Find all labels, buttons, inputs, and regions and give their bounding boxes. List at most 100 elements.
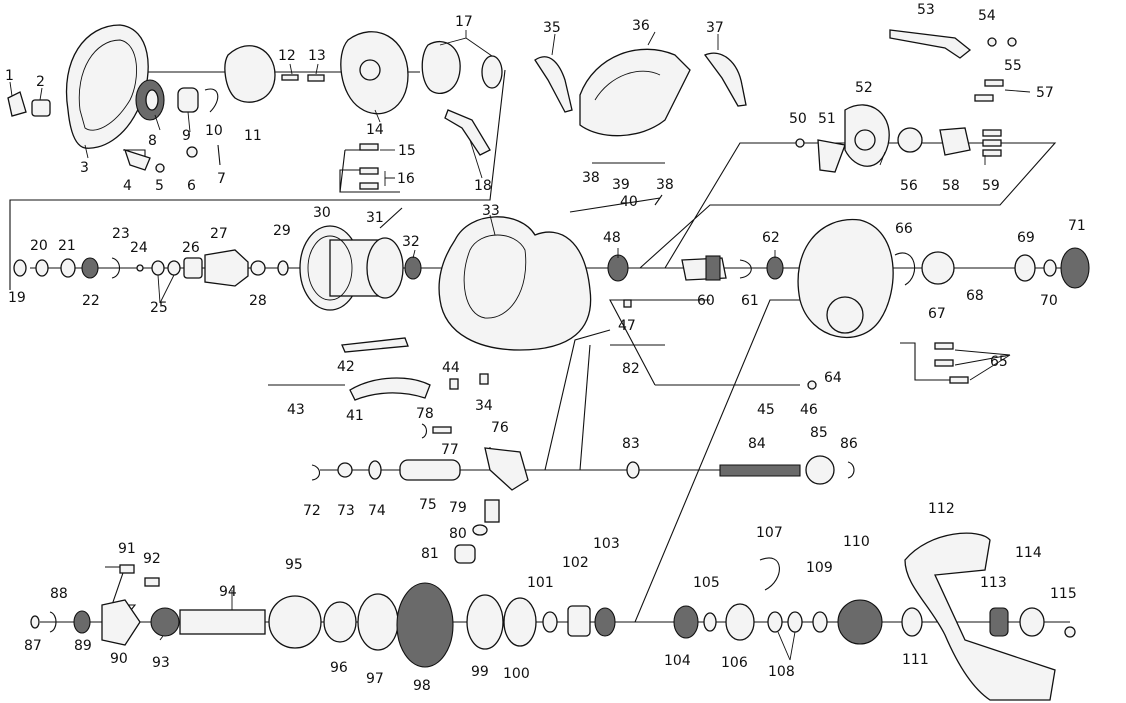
part-label: 14 [366,122,384,138]
part-label: 89 [74,638,92,654]
part-label: 32 [402,234,420,250]
part-label: 17 [455,14,473,30]
part-label: 46 [800,402,818,418]
part-label: 61 [741,293,759,309]
part-label: 54 [978,8,996,24]
part-label: 18 [474,178,492,194]
part-label: 47 [618,318,636,334]
part-label: 75 [419,497,437,513]
part-label: 98 [413,678,431,694]
part-label: 104 [664,653,691,669]
part-label: 1 [5,68,14,84]
part-label: 85 [810,425,828,441]
part-label: 5 [155,178,164,194]
part-label: 30 [313,205,331,221]
part-label: 38 [656,177,674,193]
part-label: 10 [205,123,223,139]
part-label: 71 [1068,218,1086,234]
part-label: 67 [928,306,946,322]
part-label: 21 [58,238,76,254]
part-label: 115 [1050,586,1077,602]
part-label: 3 [80,160,89,176]
part-label: 23 [112,226,130,242]
part-label: 51 [818,111,836,127]
part-label: 74 [368,503,386,519]
leader-lines [9,30,1031,661]
part-label: 73 [337,503,355,519]
part-label: 13 [308,48,326,64]
part-label: 35 [543,20,561,36]
part-label: 33 [482,203,500,219]
part-label: 48 [603,230,621,246]
part-label: 16 [397,171,415,187]
part-label: 82 [622,361,640,377]
part-label: 57 [1036,85,1054,101]
part-label: 109 [806,560,833,576]
part-label: 40 [620,194,638,210]
part-label: 36 [632,18,650,34]
part-label: 69 [1017,230,1035,246]
part-label: 53 [917,2,935,18]
part-label: 84 [748,436,766,452]
part-label: 83 [622,436,640,452]
part-label: 107 [756,525,783,541]
part-label: 34 [475,398,493,414]
part-label: 88 [50,586,68,602]
part-label: 6 [187,178,196,194]
part-label: 15 [398,143,416,159]
part-label: 97 [366,671,384,687]
part-label: 113 [980,575,1007,591]
part-label: 93 [152,655,170,671]
part-label: 79 [449,500,467,516]
part-label: 102 [562,555,589,571]
part-label: 12 [278,48,296,64]
part-label: 87 [24,638,42,654]
part-label: 45 [757,402,775,418]
part-label: 90 [110,651,128,667]
part-label: 96 [330,660,348,676]
part-label: 2 [36,74,45,90]
part-label: 105 [693,575,720,591]
part-label: 108 [768,664,795,680]
part-label: 99 [471,664,489,680]
part-label: 9 [182,128,191,144]
part-label: 19 [8,290,26,306]
part-label: 103 [593,536,620,552]
part-label: 77 [441,442,459,458]
part-label: 62 [762,230,780,246]
part-label: 42 [337,359,355,375]
part-label: 111 [902,652,929,668]
part-label: 39 [612,177,630,193]
part-label: 8 [148,133,157,149]
part-label: 100 [503,666,530,682]
part-label: 110 [843,534,870,550]
part-label: 11 [244,128,262,144]
part-label: 20 [30,238,48,254]
part-label: 27 [210,226,228,242]
part-label: 114 [1015,545,1042,561]
part-label: 29 [273,223,291,239]
part-label: 70 [1040,293,1058,309]
part-label: 94 [219,584,237,600]
part-label: 65 [990,354,1008,370]
part-label: 80 [449,526,467,542]
part-label: 76 [491,420,509,436]
part-label: 43 [287,402,305,418]
part-label: 101 [527,575,554,591]
part-number-labels: 1 2 3 4 5 6 7 8 9 10 11 12 13 14 15 16 1… [5,2,1086,694]
part-label: 59 [982,178,1000,194]
part-label: 50 [789,111,807,127]
part-label: 106 [721,655,748,671]
part-label: 78 [416,406,434,422]
part-label: 58 [942,178,960,194]
part-label: 7 [217,171,226,187]
part-label: 41 [346,408,364,424]
part-label: 95 [285,557,303,573]
part-label: 72 [303,503,321,519]
parts [7,24,1090,701]
part-label: 44 [442,360,460,376]
part-label: 64 [824,370,842,386]
part-label: 86 [840,436,858,452]
part-label: 56 [900,178,918,194]
